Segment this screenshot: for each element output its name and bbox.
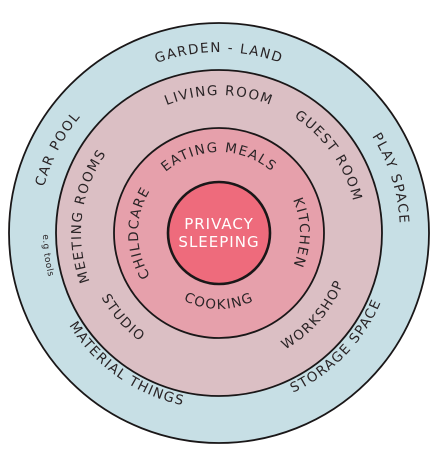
label-cooking: COOKING bbox=[182, 289, 257, 313]
center-line-sleeping: SLEEPING bbox=[178, 233, 259, 251]
center-line-privacy: PRIVACY bbox=[184, 215, 254, 233]
label-kitchen: KITCHEN bbox=[289, 195, 312, 270]
center-circle bbox=[166, 180, 272, 286]
